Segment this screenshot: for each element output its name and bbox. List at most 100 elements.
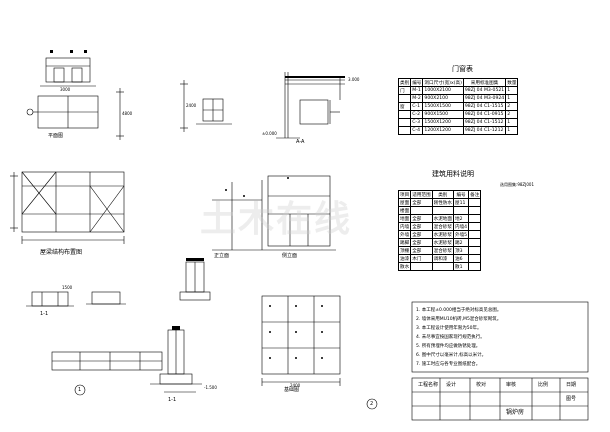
door-window-cell: 1 (505, 126, 519, 135)
section-11b-title: 1-1 (168, 397, 177, 403)
materials-cell (468, 222, 482, 231)
door-window-cell: 1 (505, 118, 519, 127)
tb-design: 设计 (446, 382, 457, 388)
door-window-cell (397, 94, 412, 103)
materials-cell: 顶3 (452, 246, 470, 255)
materials-header-cell: 适用范围 (410, 190, 433, 199)
watermark: 土木在线 (200, 199, 353, 240)
materials-cell (431, 206, 454, 215)
materials-cell: 楼面 (397, 206, 412, 215)
materials-row: 内墙全部混合砂浆内墙4 (397, 222, 482, 231)
materials-cell: 踢2 (452, 238, 470, 247)
materials-cell (468, 238, 482, 247)
materials-row: 外墙全部水泥砂浆外墙5 (397, 230, 482, 239)
door-window-cell: C-3 (410, 118, 424, 127)
dim-1500: 1500 (62, 285, 73, 290)
materials-header-row: 项目适用范围类别编号备注 (397, 190, 482, 199)
door-window-header-cell: 洞口尺寸(宽)x(高) (422, 78, 464, 87)
dim-elev-neg: -1.500 (204, 385, 217, 390)
note-line: 3. 本工程设计使用年限为50年。 (416, 326, 482, 331)
materials-cell: 水泥砂浆 (431, 238, 454, 247)
materials-cell (468, 206, 482, 215)
door-window-cell: C-4 (410, 126, 424, 135)
door-window-table-title: 门窗表 (452, 65, 473, 73)
materials-cell: 调和漆 (431, 254, 454, 263)
door-window-cell: 窗 (397, 102, 412, 111)
door-window-cell: 2 (505, 110, 519, 119)
dim-2400: 2400 (186, 103, 197, 108)
door-window-cell: 1 (505, 86, 519, 95)
door-window-cell: 1 (505, 94, 519, 103)
materials-cell: 全部 (410, 214, 433, 223)
materials-cell (468, 198, 482, 207)
materials-cell (468, 262, 482, 271)
roof-structure-plan-title: 屋梁结构布置图 (40, 249, 83, 256)
materials-cell: 全部 (410, 238, 433, 247)
tb-approve: 审核 (506, 382, 517, 388)
door-window-cell: C-2 (410, 110, 424, 119)
door-window-cell: 门 (397, 86, 412, 95)
general-notes: 1. 本工程±0.000相当于绝对标高见总图。2. 墙体采用MU10机砖,M5混… (416, 306, 586, 369)
note-line: 4. 未尽事宜按国家现行规范执行。 (416, 335, 485, 340)
materials-row: 屋面全部刚性防水屋11 (397, 198, 482, 207)
materials-cell: 内墙 (397, 222, 412, 231)
materials-cell: 地2 (452, 214, 470, 223)
materials-cell: 内墙4 (452, 222, 470, 231)
materials-row: 油漆木门调和漆油6 (397, 254, 482, 263)
dim-2400b: 2400 (290, 383, 301, 388)
tb-scale: 比例 (538, 382, 549, 388)
door-window-header-cell: 采用标准图集 (462, 78, 507, 87)
door-window-cell: 900X2100 (422, 94, 464, 103)
door-window-cell (397, 126, 412, 135)
materials-cell (410, 206, 433, 215)
materials-cell: 油漆 (397, 254, 412, 263)
materials-cell: 混合砂浆 (431, 222, 454, 231)
door-window-cell: 1200X1200 (422, 126, 464, 135)
door-window-cell: 98ZJ 04 C1-1212 (462, 126, 507, 135)
materials-cell: 水泥地面 (431, 214, 454, 223)
materials-cell: 散水 (397, 262, 412, 271)
materials-header-cell: 编号 (452, 190, 470, 199)
materials-row: 散水散1 (397, 262, 482, 271)
tb-project: 工程名称 (418, 382, 439, 388)
materials-row: 顶棚全部混合砂浆顶3 (397, 246, 482, 255)
plan-title: 平面图 (48, 133, 64, 139)
materials-header-cell: 备注 (468, 190, 482, 199)
axis-bubble-2: 2 (370, 401, 374, 407)
materials-cell: 外墙5 (452, 230, 470, 239)
materials-cell: 油6 (452, 254, 470, 263)
door-window-cell: M-2 (410, 94, 424, 103)
door-window-cell (397, 118, 412, 127)
note-line: 7. 施工时应与各专业图纸配合。 (416, 362, 481, 367)
materials-cell (468, 246, 482, 255)
door-window-cell: M-1 (410, 86, 424, 95)
door-window-cell: 2 (505, 102, 519, 111)
door-window-cell: 98ZJ 04 C1-0915 (462, 110, 507, 119)
materials-cell: 踢脚 (397, 238, 412, 247)
section-11-title: 1-1 (40, 311, 49, 317)
materials-cell: 刚性防水 (431, 198, 454, 207)
materials-cell: 全部 (410, 230, 433, 239)
dim-elev-3: 3.000 (348, 77, 360, 82)
section-aa-title: A-A (296, 139, 305, 145)
materials-cell: 屋11 (452, 198, 470, 207)
tb-date: 日期 (566, 382, 577, 388)
materials-table-title: 建筑用料说明 (432, 170, 474, 178)
materials-cell: 全部 (410, 222, 433, 231)
materials-cell: 水泥砂浆 (431, 230, 454, 239)
materials-row: 楼面 (397, 206, 482, 215)
tb-check: 校对 (476, 382, 487, 388)
materials-cell: 全部 (410, 246, 433, 255)
door-window-cell: 98ZJ 04 C1-1515 (462, 102, 507, 111)
note-line: 1. 本工程±0.000相当于绝对标高见总图。 (416, 308, 502, 313)
note-line: 5. 所有预埋件均应做防锈处理。 (416, 344, 481, 349)
tb-drawing-name: 锅炉房 (506, 409, 525, 416)
materials-cell (468, 214, 482, 223)
door-window-cell: 900X1500 (422, 110, 464, 119)
